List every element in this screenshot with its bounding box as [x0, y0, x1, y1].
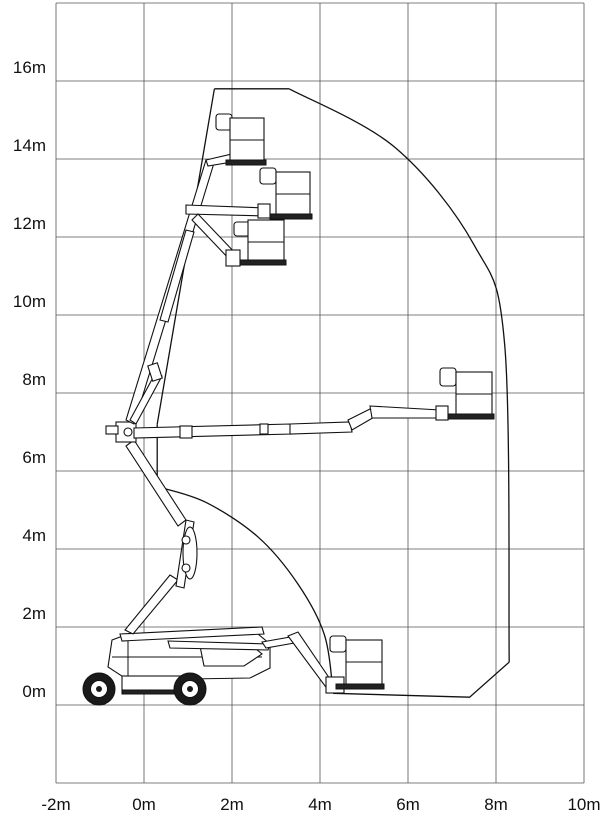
x-tick-label: 6m: [396, 795, 420, 814]
y-tick-label: 10m: [13, 292, 46, 311]
y-tick-label: 2m: [22, 604, 46, 623]
y-tick-label: 6m: [22, 448, 46, 467]
y-tick-label: 4m: [22, 526, 46, 545]
inner-envelope-curve: [157, 485, 334, 694]
y-tick-label: 12m: [13, 214, 46, 233]
y-tick-label: 0m: [22, 682, 46, 701]
platform-basket: [259, 167, 313, 220]
knuckle-joint: [105, 421, 137, 443]
outer-envelope-bottom: [333, 661, 510, 698]
platform-basket: [329, 635, 385, 690]
outer-envelope-curve: [288, 88, 510, 663]
platform-basket: [233, 219, 287, 266]
platform-basket: [439, 367, 495, 420]
y-tick-label: 16m: [13, 58, 46, 77]
jib-arms: [185, 153, 271, 267]
platform-basket: [215, 113, 267, 166]
y-tick-label: 14m: [13, 136, 46, 155]
boom-lift-illustration: [82, 113, 495, 706]
riser-arm: [124, 439, 198, 635]
rear-wheel: [173, 672, 207, 706]
x-tick-label: -2m: [41, 795, 70, 814]
y-tick-label: 8m: [22, 370, 46, 389]
low-boom: [119, 626, 345, 694]
x-tick-label: 8m: [484, 795, 508, 814]
upper-boom: [125, 159, 215, 425]
x-tick-label: 0m: [132, 795, 156, 814]
x-tick-label: 4m: [308, 795, 332, 814]
horizontal-boom: [133, 405, 449, 439]
x-tick-label: 2m: [220, 795, 244, 814]
axis-labels: 0m 2m 4m 6m 8m 10m 12m 14m 16m -2m 0m 2m 4m 6m 8m 10m: [13, 58, 601, 814]
x-tick-label: 10m: [567, 795, 600, 814]
front-wheel: [82, 672, 116, 706]
